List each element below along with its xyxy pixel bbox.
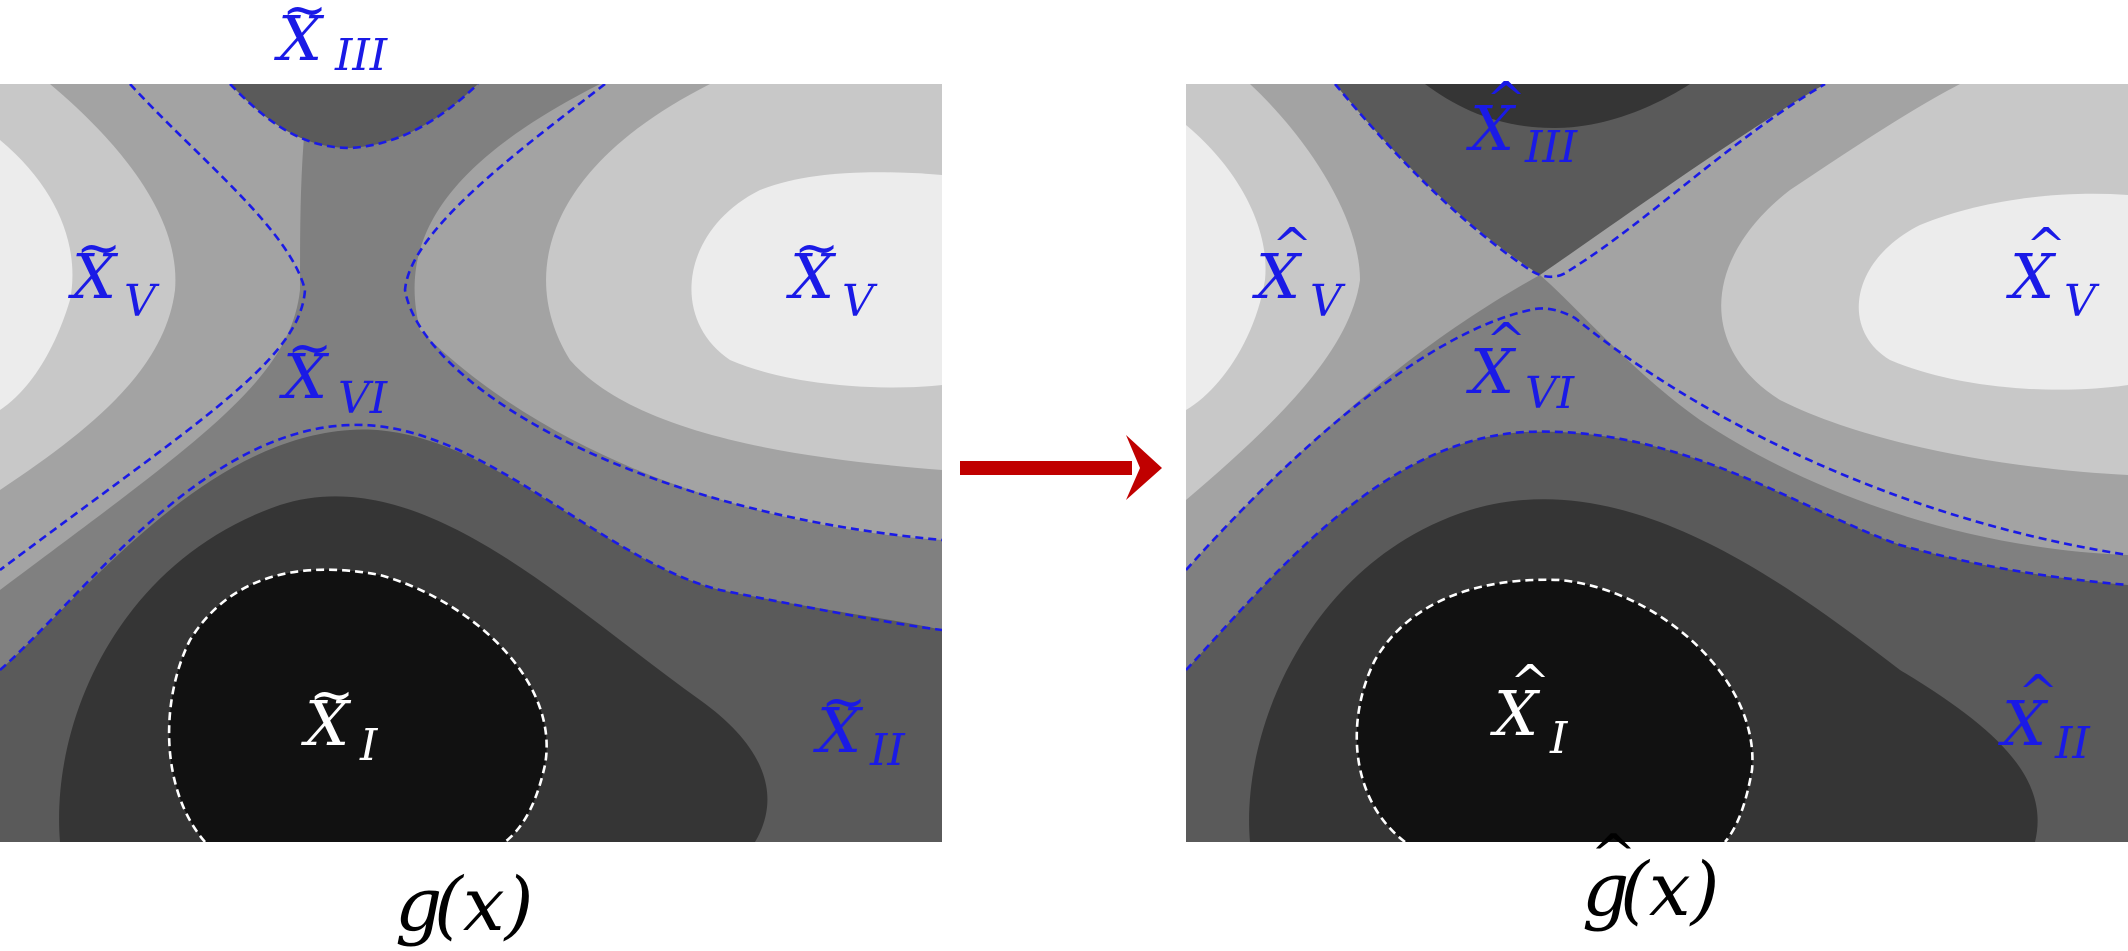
- label-x-i-left: X I ~: [301, 663, 379, 771]
- svg-text:~: ~: [794, 216, 839, 279]
- label-x-i-right: X I ^: [1490, 655, 1569, 764]
- svg-text:~: ~: [282, 0, 327, 41]
- svg-text:II: II: [2054, 718, 2091, 769]
- svg-text:X: X: [1998, 687, 2049, 760]
- svg-text:X: X: [1466, 92, 1517, 165]
- svg-text:V: V: [2064, 276, 2100, 327]
- svg-text:g: g: [1582, 847, 1629, 933]
- svg-text:^: ^: [1590, 823, 1637, 888]
- svg-text:g: g: [395, 862, 442, 948]
- label-x-iii-right: X III ^: [1466, 72, 1579, 173]
- svg-text:III: III: [1524, 122, 1579, 173]
- svg-text:X: X: [786, 240, 837, 313]
- label-x-vi-left: X VI ~: [279, 316, 389, 424]
- svg-text:X: X: [68, 240, 119, 313]
- svg-text:~: ~: [287, 316, 332, 379]
- svg-text:II: II: [869, 725, 906, 776]
- transformation-arrow: [960, 435, 1162, 500]
- right-caption: g ^ (x): [1582, 823, 1719, 933]
- svg-text:^: ^: [2026, 218, 2066, 274]
- svg-text:~: ~: [76, 216, 121, 279]
- svg-text:X: X: [1490, 677, 1541, 750]
- right-labels: X III ^ X V ^ X V ^ X VI ^ X I ^ X II ^: [1252, 72, 2100, 769]
- label-x-ii-right: X II ^: [1998, 665, 2091, 769]
- svg-text:VI: VI: [338, 373, 389, 424]
- left-caption: g (x): [395, 862, 533, 948]
- svg-text:X: X: [274, 2, 325, 75]
- svg-text:(x): (x): [434, 862, 533, 948]
- svg-text:X: X: [2006, 240, 2057, 313]
- svg-text:(x): (x): [1620, 847, 1719, 933]
- svg-text:X: X: [1252, 240, 1303, 313]
- svg-text:V: V: [124, 276, 160, 327]
- label-x-v-right-b: X V ^: [2006, 218, 2100, 327]
- svg-text:V: V: [842, 276, 878, 327]
- svg-text:~: ~: [309, 663, 354, 726]
- label-x-v-right-a: X V ^: [1252, 218, 1346, 327]
- right-contour-plot: [1186, 84, 2128, 842]
- label-x-ii-left: X II ~: [813, 670, 906, 776]
- svg-text:VI: VI: [1525, 368, 1576, 419]
- svg-text:^: ^: [1486, 313, 1526, 369]
- svg-text:^: ^: [2018, 665, 2058, 721]
- right-level-lines: [1186, 84, 2128, 842]
- svg-text:^: ^: [1486, 72, 1526, 128]
- svg-text:X: X: [813, 694, 864, 767]
- svg-text:~: ~: [821, 670, 866, 733]
- label-x-v-left-a: X V ~: [68, 216, 160, 327]
- svg-text:I: I: [359, 720, 379, 771]
- svg-text:^: ^: [1272, 218, 1312, 274]
- svg-text:III: III: [334, 30, 389, 81]
- label-x-iii-left: X III ~: [274, 0, 389, 81]
- svg-text:X: X: [301, 687, 352, 760]
- svg-text:X: X: [1466, 335, 1517, 408]
- label-x-vi-right: X VI ^: [1466, 313, 1576, 419]
- svg-text:X: X: [279, 340, 330, 413]
- svg-text:V: V: [1310, 276, 1346, 327]
- svg-text:I: I: [1549, 713, 1569, 764]
- svg-text:^: ^: [1510, 655, 1550, 711]
- left-level-lines: [0, 84, 942, 842]
- label-x-v-left-b: X V ~: [786, 216, 878, 327]
- left-labels: X III ~ X V ~ X V ~ X VI ~ X I ~ X II ~: [68, 0, 906, 776]
- left-contour-plot: [0, 84, 942, 842]
